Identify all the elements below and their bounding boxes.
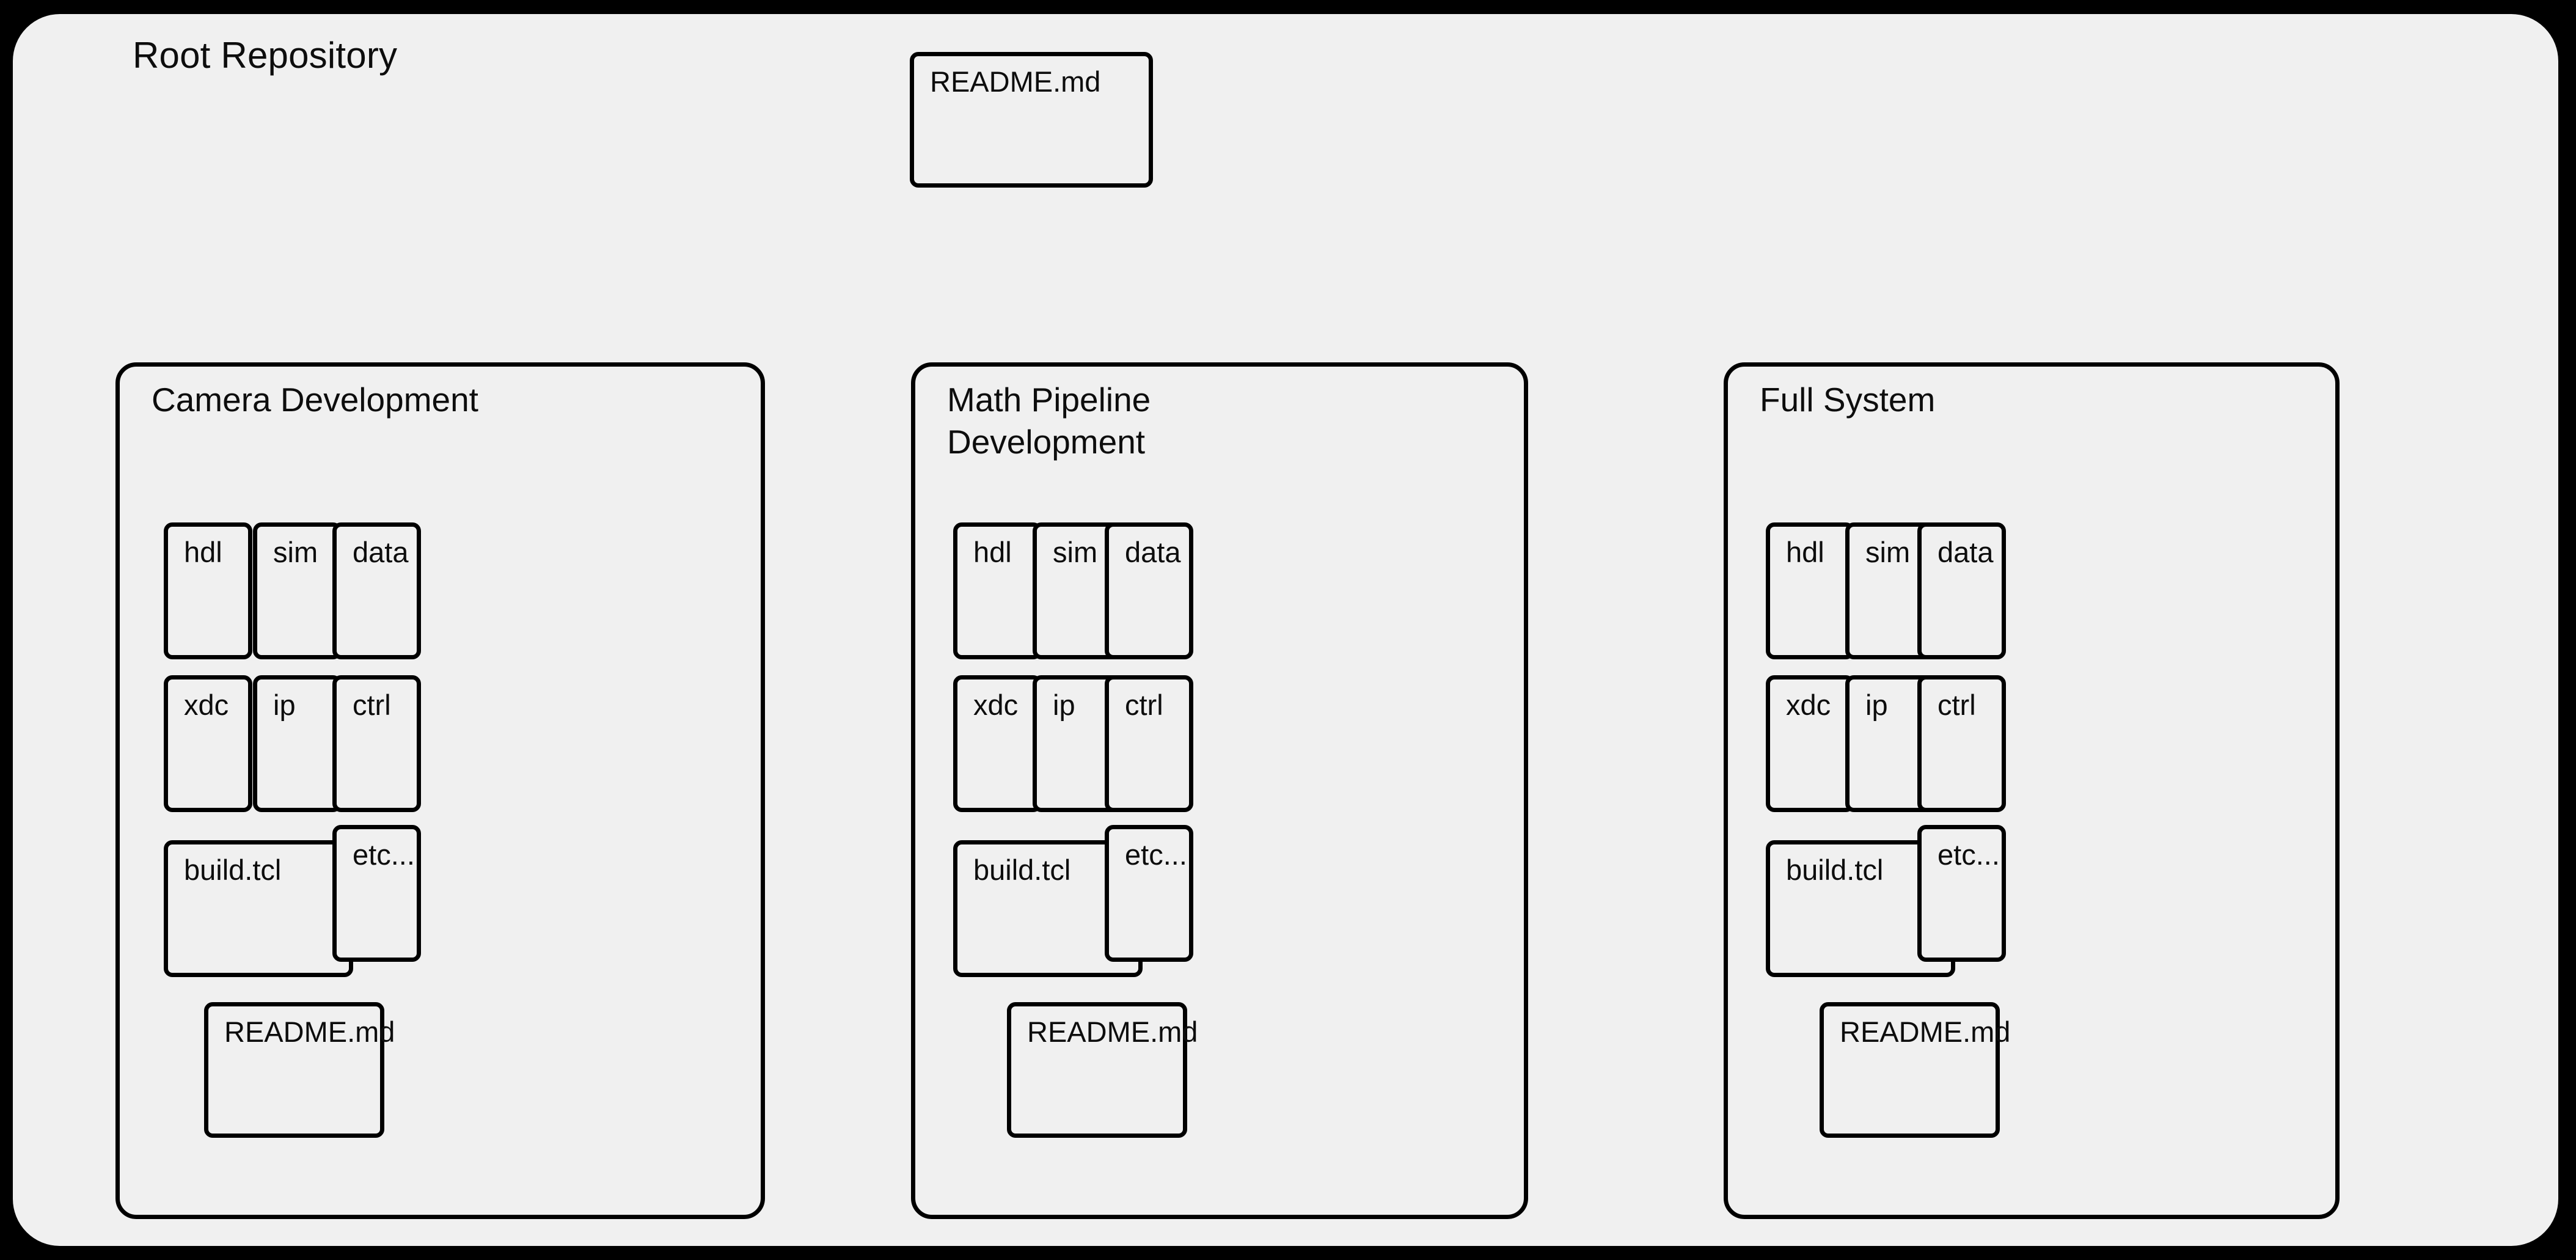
folder-label: ip [273, 689, 296, 721]
folder-label: data [353, 536, 409, 568]
file-label: build.tcl [1786, 854, 1884, 886]
folder-node-data[interactable]: data [1917, 522, 2006, 659]
file-label: build.tcl [184, 854, 282, 886]
folder-label: sim [273, 536, 318, 568]
root-readme-label: README.md [930, 65, 1101, 98]
folder-node-sim[interactable]: sim [253, 522, 342, 659]
folder-label: etc... [353, 838, 415, 871]
folder-node-data[interactable]: data [1105, 522, 1193, 659]
group-title-full-system: Full System [1760, 381, 1936, 419]
folder-label: etc... [1125, 838, 1187, 871]
group-title-camera-development: Camera Development [152, 381, 478, 419]
group-readme-node[interactable]: README.md [204, 1002, 395, 1138]
folder-node-ctrl[interactable]: ctrl [332, 675, 421, 812]
folder-node-ip[interactable]: ip [253, 675, 342, 812]
group-readme-node[interactable]: README.md [1820, 1002, 2010, 1138]
group-readme-label: README.md [1840, 1016, 2011, 1048]
group-math-pipeline-development[interactable]: Math Pipeline Development hdl sim data x… [911, 362, 1528, 1219]
folder-label: xdc [973, 689, 1019, 721]
group-readme-label: README.md [1027, 1016, 1198, 1048]
folder-node-ctrl[interactable]: ctrl [1105, 675, 1193, 812]
folder-node-xdc[interactable]: xdc [953, 675, 1042, 812]
folder-label: xdc [184, 689, 229, 721]
folder-label: ip [1053, 689, 1075, 721]
folder-label: xdc [1786, 689, 1831, 721]
group-title-math-pipeline-development: Math Pipeline Development [947, 381, 1151, 461]
folder-label: ip [1865, 689, 1888, 721]
page-title: Root Repository [133, 35, 398, 76]
folder-label: ctrl [353, 689, 391, 721]
folder-label: hdl [1786, 536, 1824, 568]
folder-node-hdl[interactable]: hdl [164, 522, 252, 659]
folder-node-data[interactable]: data [332, 522, 421, 659]
group-camera-development[interactable]: Camera Development hdl sim data xdc ip c… [115, 362, 765, 1219]
folder-node-xdc[interactable]: xdc [1766, 675, 1854, 812]
file-node-build-tcl[interactable]: build.tcl [164, 840, 353, 977]
folder-label: data [1125, 536, 1181, 568]
folder-label: ctrl [1125, 689, 1163, 721]
group-readme-node[interactable]: README.md [1007, 1002, 1198, 1138]
folder-node-etc[interactable]: etc... [1917, 825, 2006, 962]
folder-label: ctrl [1937, 689, 1976, 721]
folder-node-hdl[interactable]: hdl [953, 522, 1042, 659]
folder-node-etc[interactable]: etc... [1105, 825, 1193, 962]
folder-label: hdl [973, 536, 1012, 568]
folder-node-ctrl[interactable]: ctrl [1917, 675, 2006, 812]
folder-label: hdl [184, 536, 222, 568]
group-readme-label: README.md [224, 1016, 395, 1048]
root-repository-container: Root Repository README.md Camera Develop… [5, 6, 2566, 1254]
folder-node-xdc[interactable]: xdc [164, 675, 252, 812]
folder-label: data [1937, 536, 1994, 568]
group-full-system[interactable]: Full System hdl sim data xdc ip ctrl bui… [1724, 362, 2340, 1219]
folder-label: etc... [1937, 838, 2000, 871]
file-label: build.tcl [973, 854, 1071, 886]
folder-node-etc[interactable]: etc... [332, 825, 421, 962]
folder-label: sim [1053, 536, 1098, 568]
folder-label: sim [1865, 536, 1911, 568]
folder-node-hdl[interactable]: hdl [1766, 522, 1854, 659]
root-readme-node[interactable]: README.md [910, 52, 1153, 188]
